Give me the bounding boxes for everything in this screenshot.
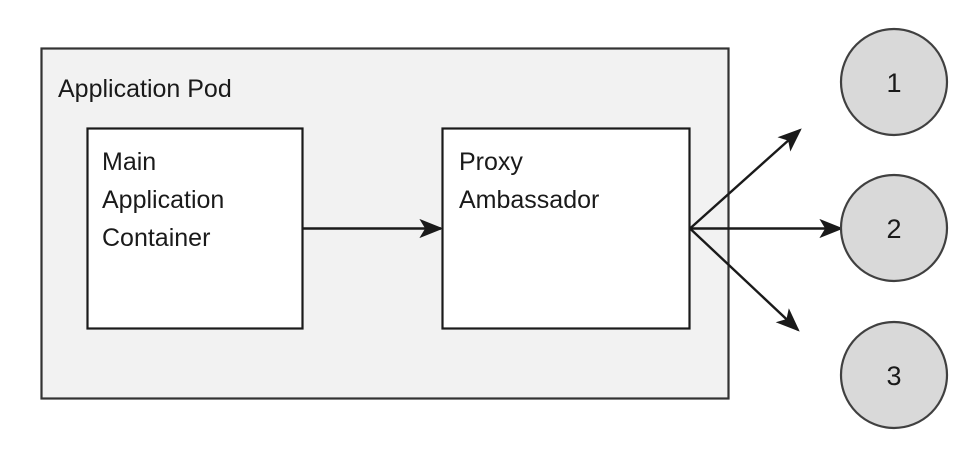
proxy-to-endpoint-3-arrow bbox=[689, 227, 800, 332]
main-application-container-line-1: Main bbox=[102, 148, 156, 176]
proxy-ambassador-container-line-2: Ambassador bbox=[459, 186, 599, 214]
main-application-container-line-2: Application bbox=[102, 186, 224, 214]
endpoint-circle-1-label: 1 bbox=[886, 68, 901, 98]
main-application-container-box bbox=[86, 127, 304, 330]
endpoint-circle-3-label: 3 bbox=[886, 361, 901, 391]
application-pod-label: Application Pod bbox=[58, 75, 232, 103]
endpoint-circle-1 bbox=[839, 27, 949, 137]
endpoint-circle-3 bbox=[839, 320, 949, 430]
endpoint-circle-2-label: 2 bbox=[886, 214, 901, 244]
proxy-ambassador-container-box bbox=[441, 127, 691, 330]
endpoint-circle-2 bbox=[839, 173, 949, 283]
proxy-ambassador-container-line-1: Proxy bbox=[459, 148, 523, 176]
main-application-container-line-3: Container bbox=[102, 224, 210, 252]
proxy-to-endpoint-1-arrow bbox=[689, 128, 802, 230]
